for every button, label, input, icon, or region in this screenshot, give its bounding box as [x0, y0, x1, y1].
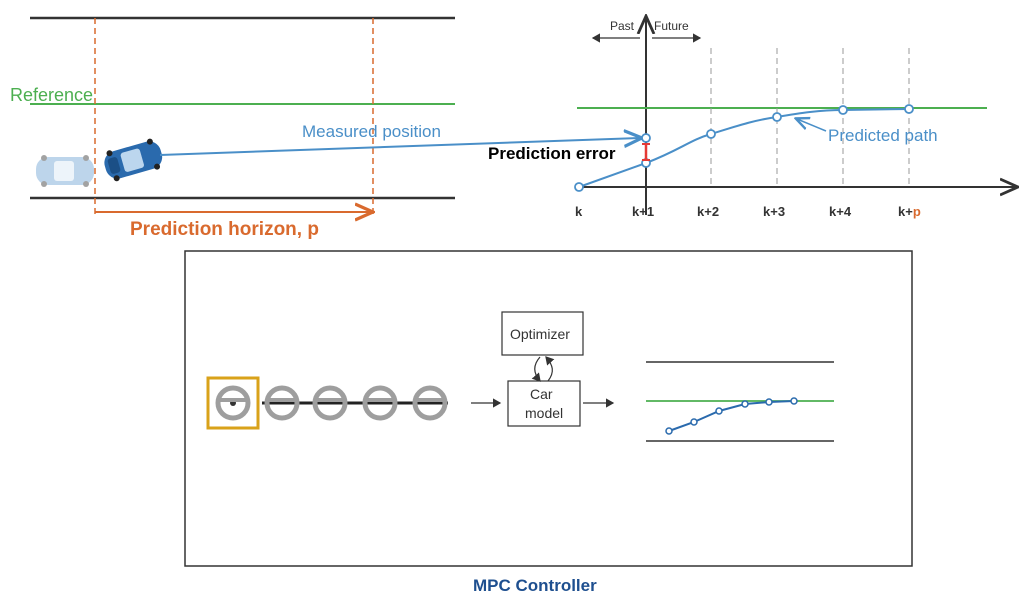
- tick-label-k2: k+2: [697, 204, 719, 219]
- car-icon: [104, 138, 163, 182]
- mpc-controller-box: Optimizer Car model: [184, 250, 913, 567]
- tick-label-k4: k+4: [829, 204, 852, 219]
- prediction-error-label: Prediction error: [488, 144, 616, 163]
- path-point-k: [574, 182, 584, 192]
- mini-path-point: [690, 418, 698, 426]
- tick-label-kp-prefix: k+: [898, 204, 913, 219]
- predicted-path-label: Predicted path: [828, 126, 938, 145]
- car-model-block: [507, 380, 581, 427]
- path-point-k2: [706, 129, 716, 139]
- steering-wheel-icon: [412, 385, 448, 421]
- predicted-path-pointer: [797, 119, 827, 132]
- mini-path-point: [665, 427, 673, 435]
- car-model-label-line1: Car: [530, 386, 553, 402]
- tick-label-k1: k+1: [632, 204, 654, 219]
- reference-label: Reference: [10, 85, 93, 105]
- road-diagram: Reference Prediction horizon, p Measured…: [10, 16, 455, 240]
- path-point-kp: [904, 104, 914, 114]
- prediction-horizon-label: Prediction horizon, p: [130, 219, 319, 240]
- past-label: Past: [610, 19, 635, 33]
- tick-label-k: k: [575, 204, 583, 219]
- tick-label-k3: k+3: [763, 204, 785, 219]
- mini-path-point: [765, 398, 773, 406]
- prediction-graph: Past Future Prediction error Predicted p…: [488, 18, 1016, 219]
- optimizer-label: Optimizer: [510, 326, 570, 342]
- optimizer-block: [501, 311, 584, 356]
- steering-wheel-icon: [362, 385, 398, 421]
- measured-position-arrow: [159, 138, 640, 156]
- future-label: Future: [654, 19, 689, 33]
- mini-path-point: [741, 400, 749, 408]
- steering-wheel-icon: [264, 385, 300, 421]
- measured-position-point: [641, 133, 651, 143]
- steering-wheel-icon: [312, 385, 348, 421]
- path-point-k3: [772, 112, 782, 122]
- mini-predicted-path: [668, 400, 795, 432]
- steering-wheel-icon: [215, 385, 251, 421]
- predicted-path-curve: [578, 108, 910, 188]
- car-model-label-line2: model: [525, 405, 563, 421]
- optimizer-loop-up: [545, 356, 555, 382]
- tick-label-kp-suffix: p: [913, 204, 921, 219]
- mpc-controller-caption: MPC Controller: [473, 576, 597, 595]
- tick-label-kp: k+p: [898, 204, 921, 219]
- mini-path-point: [715, 407, 723, 415]
- optimizer-loop-down: [531, 356, 541, 382]
- selected-wheel-highlight: [206, 376, 260, 430]
- path-point-k4: [838, 105, 848, 115]
- car-ghost-icon: [36, 155, 94, 187]
- measured-position-label: Measured position: [302, 122, 441, 141]
- mini-path-point: [790, 397, 798, 405]
